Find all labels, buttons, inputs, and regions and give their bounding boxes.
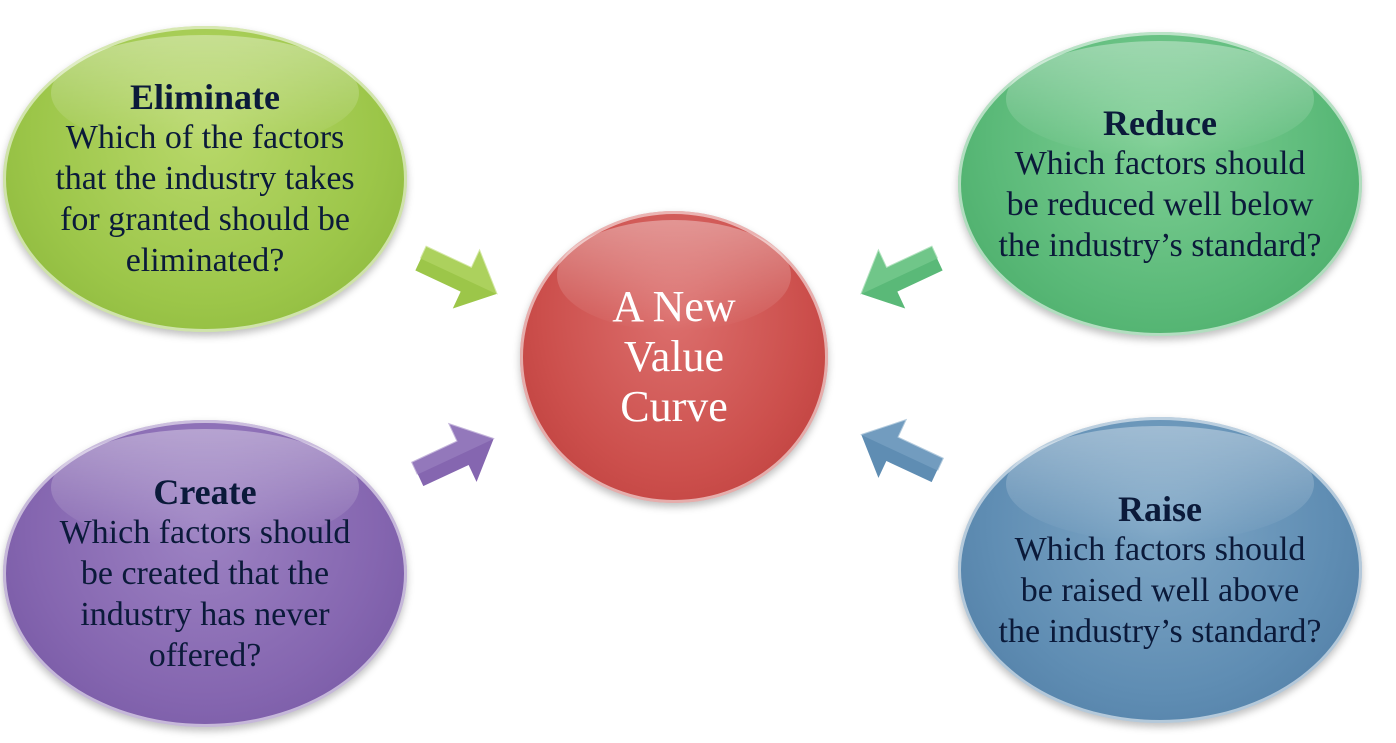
create-title: Create: [153, 471, 257, 512]
center-label: A New Value Curve: [612, 282, 736, 431]
create-body: Which factors should be created that the…: [59, 513, 351, 674]
reduce-body: Which factors should be reduced well bel…: [998, 144, 1322, 264]
eliminate-oval: Eliminate Which of the factors that the …: [3, 26, 407, 332]
raise-body: Which factors should be raised well abov…: [998, 530, 1322, 650]
raise-title: Raise: [1118, 488, 1202, 529]
eliminate-title: Eliminate: [130, 77, 280, 117]
center-circle: A New Value Curve: [520, 211, 828, 503]
raise-oval: Raise Which factors should be raised wel…: [958, 417, 1362, 723]
reduce-title: Reduce: [1103, 102, 1217, 143]
eliminate-body: Which of the factors that the industry t…: [55, 119, 355, 279]
raise-arrow-icon: [850, 413, 950, 493]
create-arrow-icon: [405, 417, 505, 497]
reduce-oval: Reduce Which factors should be reduced w…: [958, 32, 1362, 336]
reduce-arrow-icon: [850, 236, 950, 316]
create-oval: Create Which factors should be created t…: [3, 420, 407, 727]
eliminate-arrow-icon: [408, 236, 508, 316]
